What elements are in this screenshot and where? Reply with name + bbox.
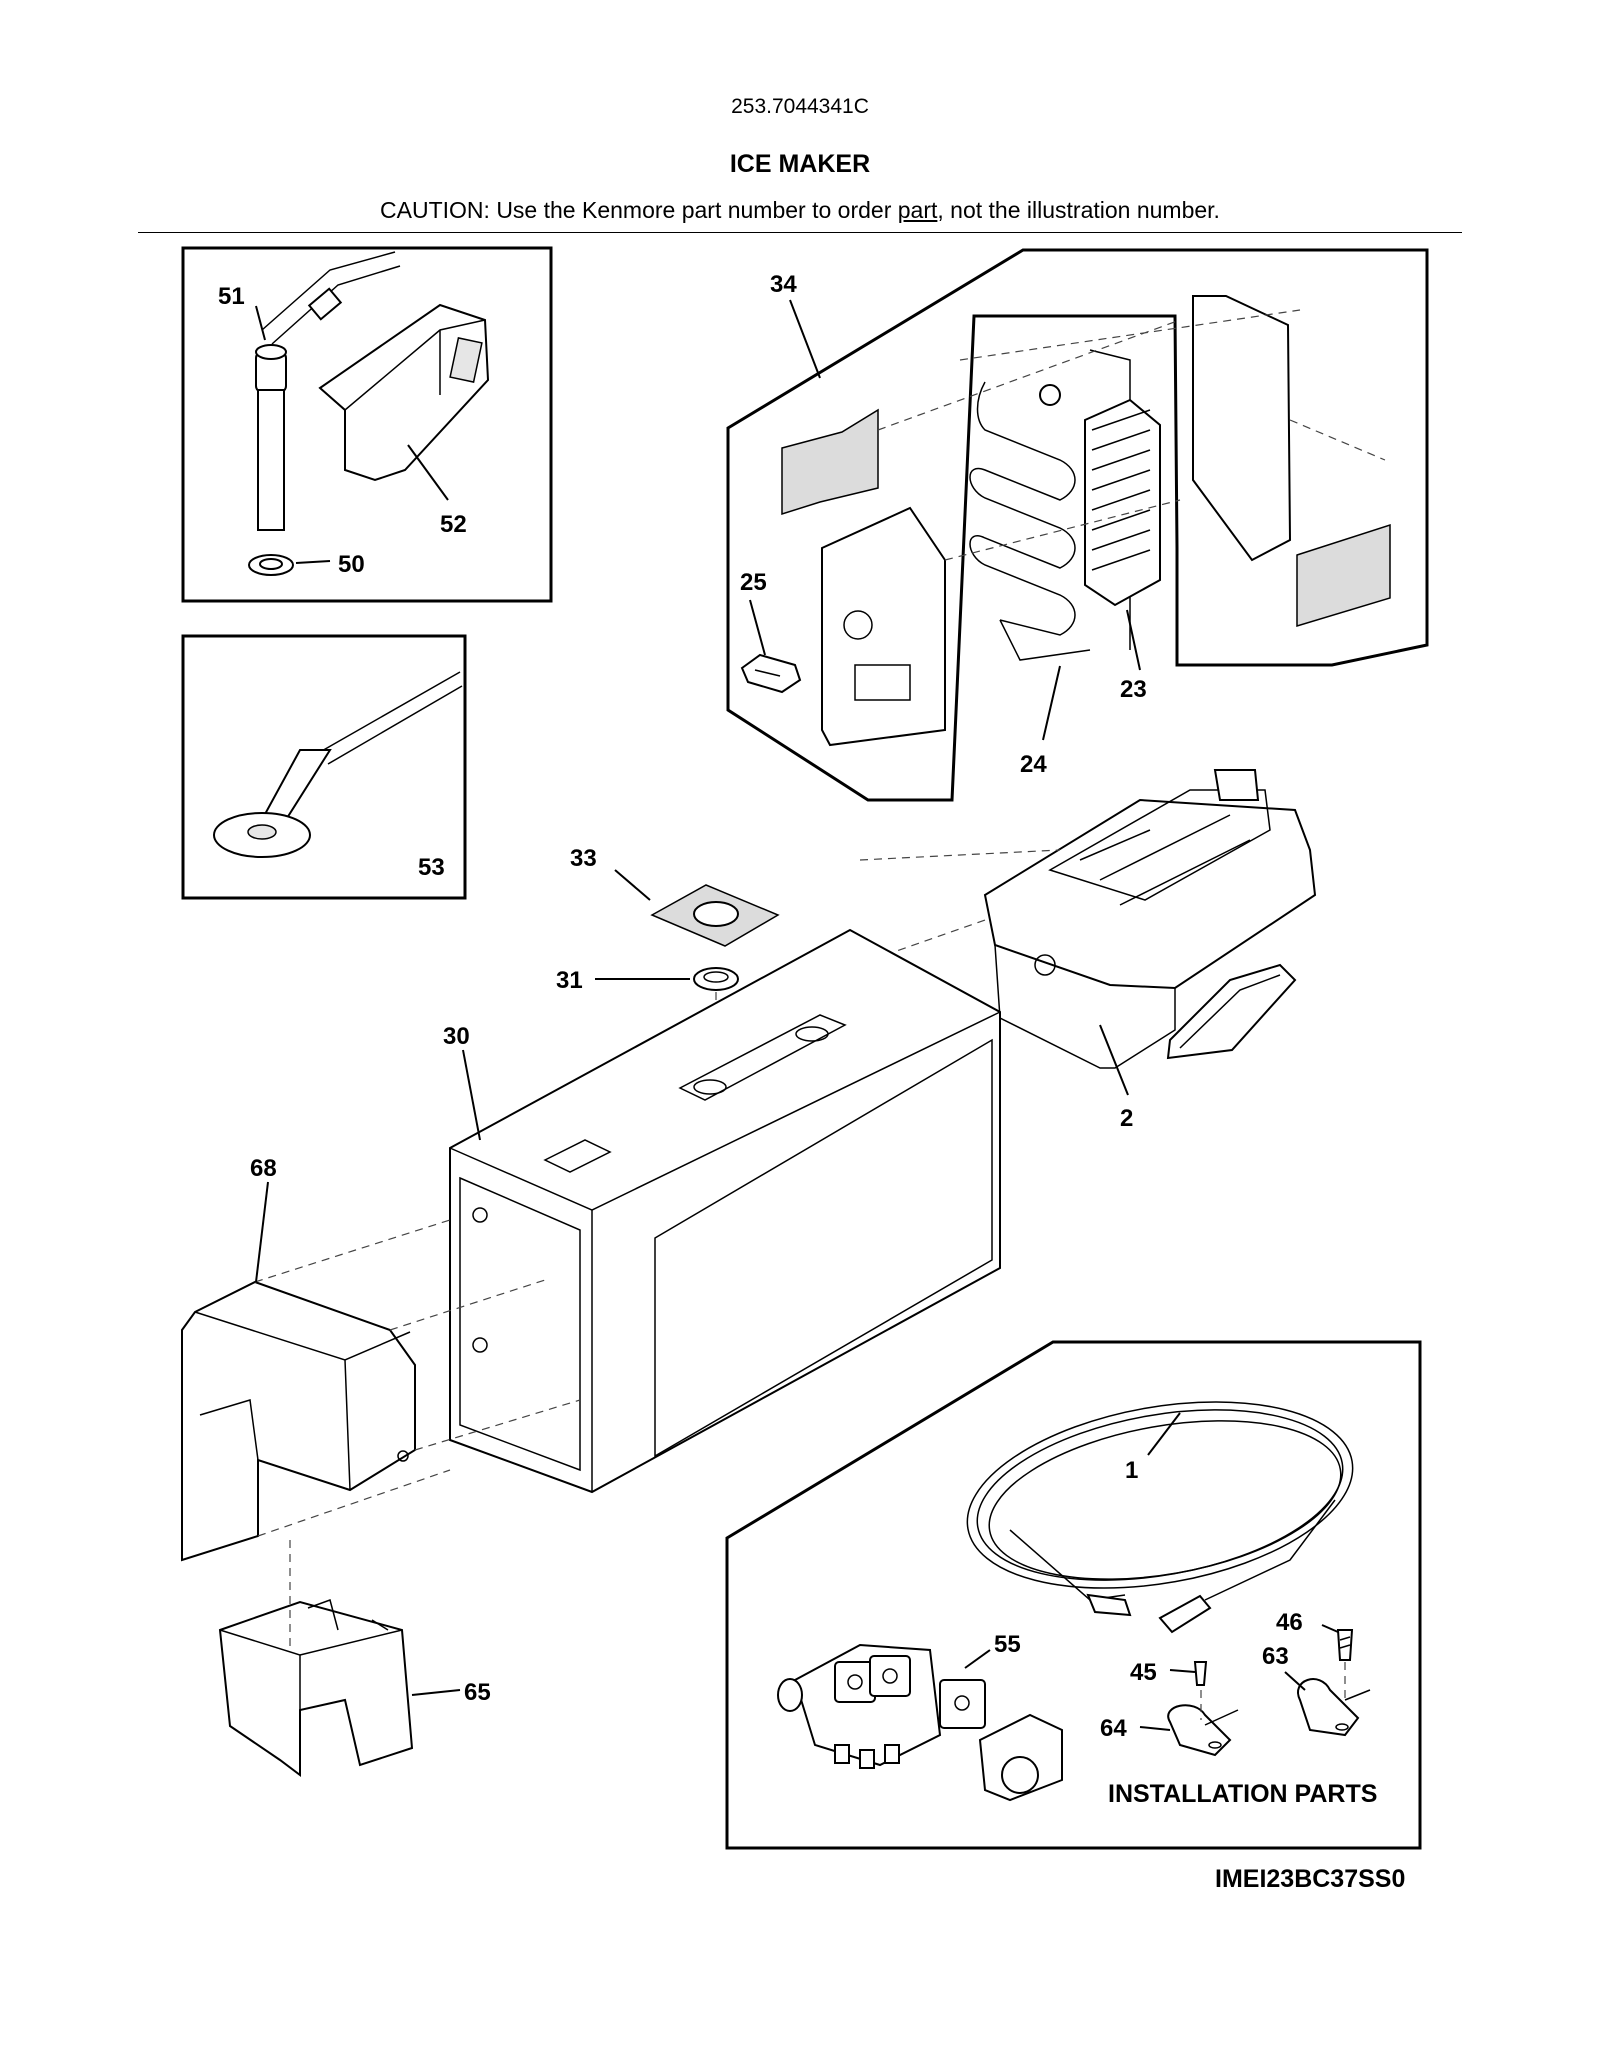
callout-51: 51: [218, 283, 245, 310]
water-line-part-1: [966, 1401, 1354, 1634]
gasket-part-33: 33: [570, 845, 780, 947]
callout-25: 25: [740, 569, 767, 596]
washer-part-50: [248, 554, 294, 576]
model-number: 253.7044341C: [731, 95, 869, 118]
callout-52: 52: [440, 511, 467, 538]
leader-25: [749, 599, 766, 656]
caution-note: CAUTION: Use the Kenmore part number to …: [0, 197, 1600, 224]
callout-34: 34: [770, 271, 797, 298]
leader-2: [1099, 1024, 1129, 1096]
drain-tube-part-51: [255, 251, 401, 531]
callout-55: 55: [994, 1631, 1021, 1658]
callout-46: 46: [1276, 1609, 1303, 1636]
leader-52: [407, 444, 449, 501]
leader-65: [411, 1689, 461, 1696]
callout-53: 53: [418, 854, 445, 881]
leader-45: [1169, 1669, 1196, 1673]
caution-text-underlined: part: [897, 197, 938, 223]
installation-parts-box: 1 55 46 45: [725, 1340, 1422, 1850]
callout-2: 2: [1120, 1105, 1133, 1132]
leader-23: [1126, 609, 1141, 671]
callout-23: 23: [1120, 676, 1147, 703]
inset-box-fill-tube: 53: [181, 634, 467, 900]
leader-30: [462, 1049, 481, 1141]
evaporator-fins-part-23: [1084, 398, 1161, 607]
leader-68: [255, 1181, 269, 1283]
leader-24: [1042, 665, 1061, 741]
leader-63: [1284, 1671, 1306, 1691]
ice-maker-module-part-2: 2: [699, 769, 1317, 1141]
callout-64: 64: [1100, 1715, 1127, 1742]
screw-part-46: [1336, 1629, 1354, 1661]
ice-bucket-housing-part-30: 30: [443, 928, 1001, 1494]
callout-33: 33: [570, 845, 597, 872]
page-title: ICE MAKER: [729, 150, 871, 178]
callout-30: 30: [443, 1023, 470, 1050]
callout-24: 24: [1020, 751, 1047, 778]
leader-50: [295, 560, 331, 564]
leader-55: [964, 1649, 991, 1669]
tube-cover-part-52: [318, 303, 490, 482]
leader-34: [789, 299, 821, 379]
callout-1: 1: [1125, 1457, 1138, 1484]
leader-1: [1147, 1412, 1181, 1456]
callout-65: 65: [464, 1679, 491, 1706]
leader-51: [255, 305, 266, 341]
clamp-part-63: [1297, 1662, 1371, 1737]
inset-frame-top-left: [181, 246, 553, 603]
foam-block-right: [1296, 523, 1391, 628]
water-valve-part-55: [777, 1643, 1063, 1802]
leader-46: [1321, 1624, 1339, 1633]
callout-50: 50: [338, 551, 365, 578]
foam-block-left: [781, 408, 879, 516]
callout-31: 31: [556, 967, 583, 994]
leader-33: [614, 869, 651, 901]
inset-box-drain-parts: 51 52 50: [181, 246, 553, 603]
screw-part-45: [1193, 1661, 1208, 1686]
installation-parts-frame: [725, 1340, 1422, 1850]
leader-64: [1139, 1726, 1171, 1731]
front-cover-part-68: 68: [181, 1155, 581, 1562]
inset-frame-left: [181, 634, 467, 900]
ice-chute-part-65: 65: [218, 1540, 491, 1777]
evaporator-back-panel: [821, 506, 946, 747]
callout-63: 63: [1262, 1643, 1289, 1670]
callout-68: 68: [250, 1155, 277, 1182]
header-divider: [138, 232, 1462, 233]
caution-text-suffix: , not the illustration number.: [937, 197, 1220, 223]
evaporator-assembly-part-34: 34 25 23 24: [726, 248, 1429, 802]
diagram-code: IMEI23BC37SS0: [1215, 1865, 1405, 1893]
grommet-part-31: 31: [556, 967, 739, 1080]
callout-45: 45: [1130, 1659, 1157, 1686]
evaporator-right-cover: [1192, 295, 1292, 562]
clip-part-25: [740, 653, 802, 694]
caution-text-prefix: CAUTION: Use the Kenmore part number to …: [380, 197, 898, 223]
clamp-part-64: [1167, 1690, 1239, 1757]
installation-parts-label: INSTALLATION PARTS: [1108, 1780, 1377, 1808]
